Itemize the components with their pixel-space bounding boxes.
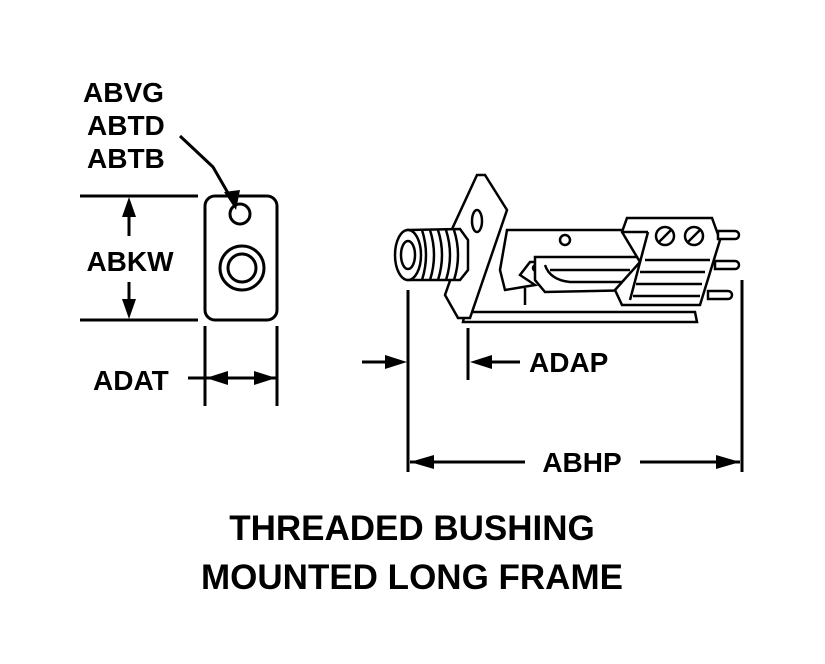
front-view: ABVG ABTD ABTB ABKW ADAT xyxy=(80,77,279,406)
mounting-hole xyxy=(228,202,252,226)
mount-offset-label: ADAP xyxy=(529,347,608,378)
bushing-outer xyxy=(218,244,266,292)
terminal-pin xyxy=(716,229,741,241)
bushing-inner xyxy=(226,252,258,284)
side-view xyxy=(393,173,741,324)
frame-base xyxy=(461,310,699,324)
thickness-label: ADAT xyxy=(93,365,169,396)
side-dimensions: ADAP ABHP xyxy=(362,280,744,478)
block-edge xyxy=(628,231,650,301)
bushing-face xyxy=(393,228,423,282)
threads xyxy=(420,229,460,281)
arrow-left xyxy=(410,455,434,469)
terminal-pin xyxy=(713,259,741,271)
hole-label-abvg: ABVG xyxy=(83,77,164,108)
title-line-1: THREADED BUSHING xyxy=(229,509,595,548)
arrow-right xyxy=(716,455,740,469)
arrow-down xyxy=(122,299,136,319)
height-label: ABKW xyxy=(86,246,174,277)
arrow-right xyxy=(385,355,407,369)
terminal-pin xyxy=(706,289,734,301)
frame-outline xyxy=(203,194,279,322)
hole-label-abtd: ABTD xyxy=(87,110,165,141)
arrow-left xyxy=(206,371,228,385)
arrow-right xyxy=(254,371,276,385)
screw-slot xyxy=(687,229,701,243)
bushing-bore xyxy=(399,239,417,271)
pivot-rivet xyxy=(558,233,572,247)
leader-line xyxy=(178,134,234,201)
plate-slot xyxy=(470,208,484,234)
arrow-left xyxy=(470,355,492,369)
block-ribs xyxy=(633,258,710,298)
case-detail xyxy=(543,264,630,284)
title-line-2: MOUNTED LONG FRAME xyxy=(201,558,623,597)
screw-slot xyxy=(658,229,672,243)
hole-label-abtb: ABTB xyxy=(87,143,165,174)
overall-length-label: ABHP xyxy=(542,447,621,478)
arrow-up xyxy=(122,197,136,217)
